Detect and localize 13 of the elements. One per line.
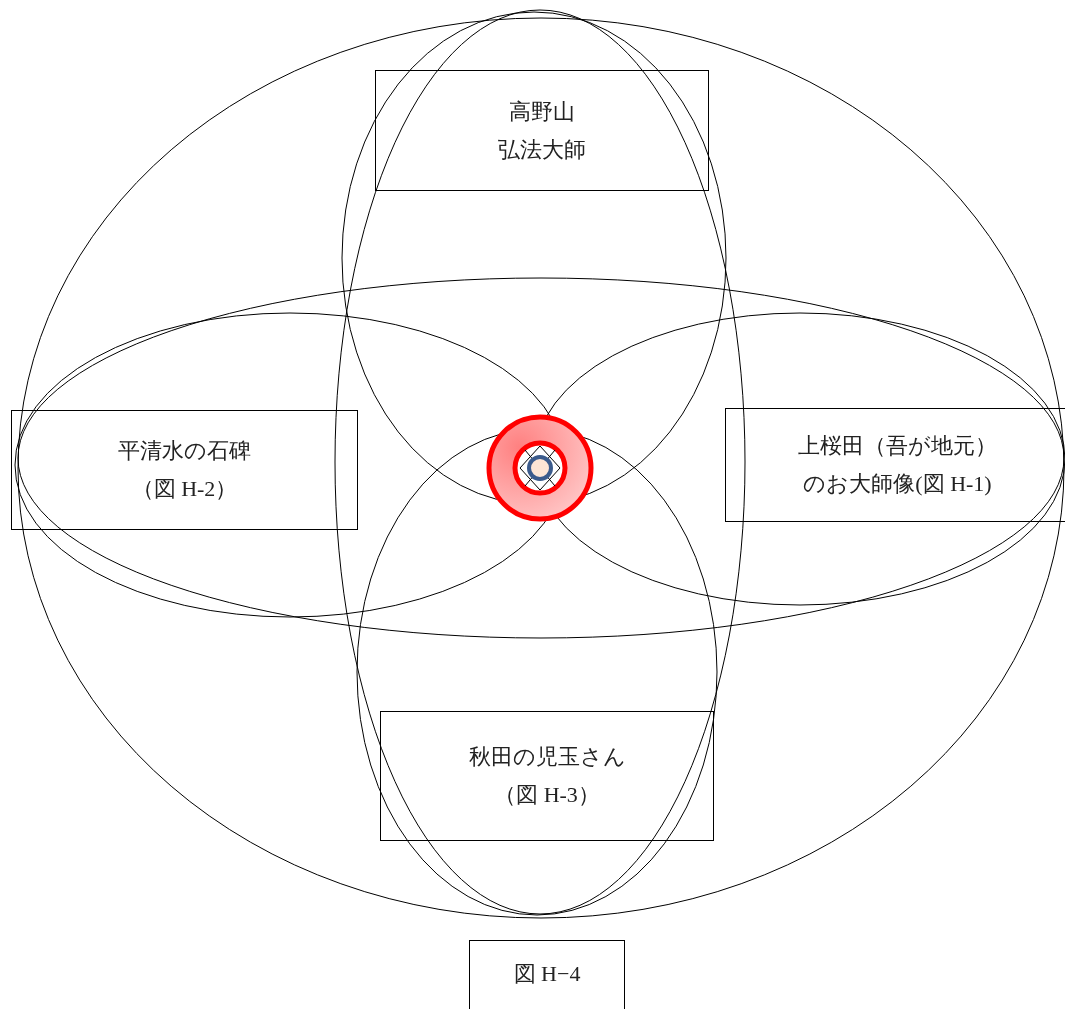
figure-caption: 図 H−4 xyxy=(469,940,625,1009)
box-text: 弘法大師 xyxy=(498,135,586,164)
label-box xyxy=(11,410,358,530)
box-text: 秋田の児玉さん xyxy=(468,743,626,771)
box-text: 上桜田（吾が地元） xyxy=(798,432,997,460)
box-text: （図 H-3） xyxy=(494,781,600,809)
label-box xyxy=(380,711,714,841)
box-text: 高野山 xyxy=(509,97,575,126)
label-box xyxy=(375,70,709,191)
box-text: 平清水の石碑 xyxy=(118,437,251,465)
label-box xyxy=(725,408,1065,522)
box-text: のお大師像(図 H-1) xyxy=(803,470,992,498)
box-text: （図 H-2） xyxy=(131,475,238,503)
